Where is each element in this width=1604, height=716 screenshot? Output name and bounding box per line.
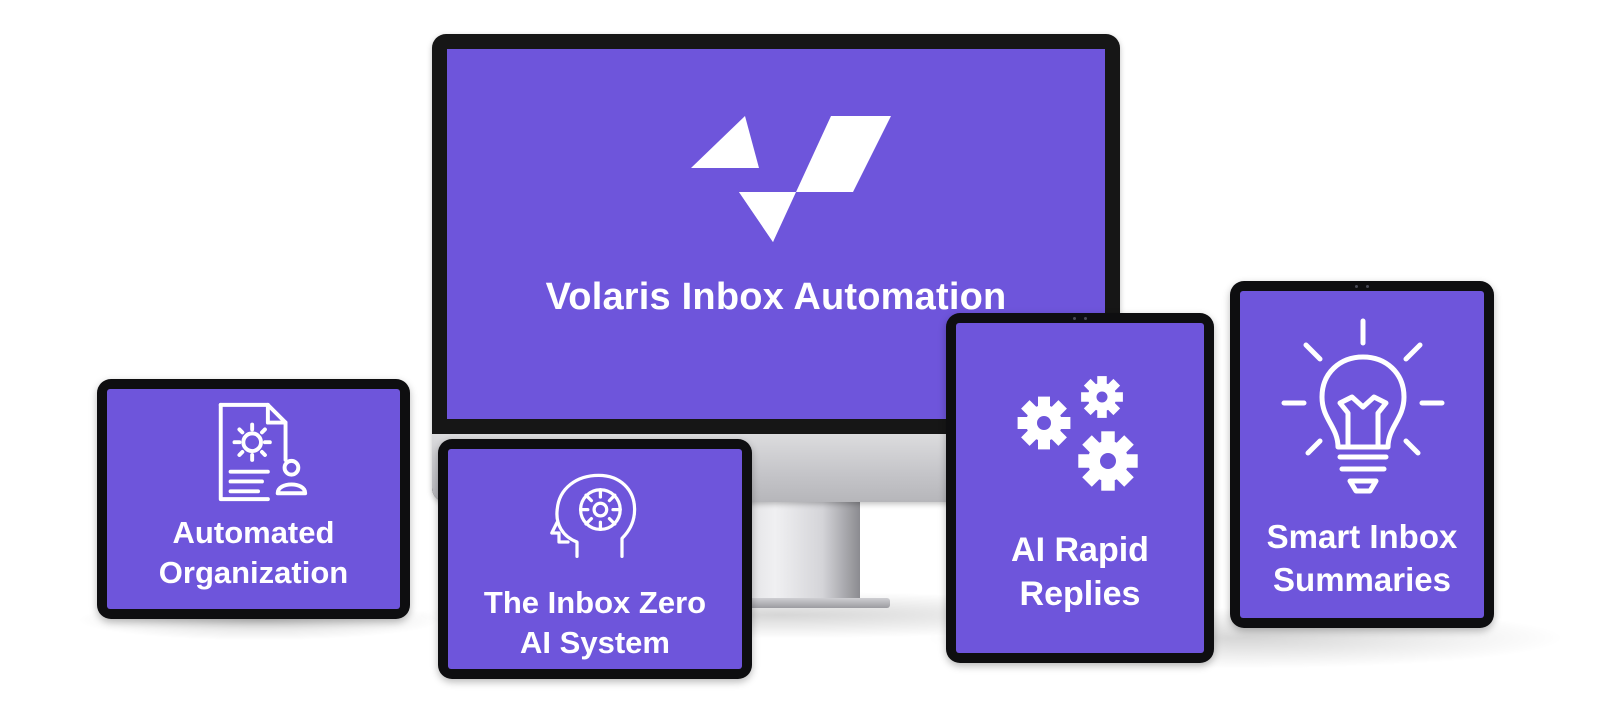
label-line-1: AI Rapid <box>1011 531 1149 569</box>
device-label: Automated Organization <box>107 513 400 594</box>
monitor-base <box>660 598 890 608</box>
tablet-screen: Smart Inbox Summaries <box>1240 291 1484 618</box>
label-line-2: Organization <box>158 555 349 591</box>
tablet-camera <box>1355 285 1369 288</box>
device-tablet-smart-inbox-summaries: Smart Inbox Summaries <box>1230 281 1494 628</box>
label-line-1: The Inbox Zero <box>483 585 707 620</box>
gears-icon <box>1017 376 1138 491</box>
head-brain-gear-icon <box>550 473 637 559</box>
device-tablet-ai-rapid-replies: AI Rapid Replies <box>946 313 1214 663</box>
device-label: AI Rapid Replies <box>956 528 1204 616</box>
device-label: The Inbox Zero AI System <box>448 583 742 664</box>
device-tablet-automated-organization: Automated Organization <box>97 379 410 619</box>
label-line-2: AI System <box>520 625 670 661</box>
label-line-2: Summaries <box>1273 560 1451 598</box>
document-gear-user-icon <box>218 402 308 502</box>
label-line-2: Replies <box>1019 575 1141 614</box>
tablet-camera <box>1073 317 1087 320</box>
device-tablet-inbox-zero: The Inbox Zero AI System <box>438 439 752 679</box>
device-label: Smart Inbox Summaries <box>1240 516 1484 602</box>
tablet-screen: The Inbox Zero AI System <box>448 449 742 669</box>
hero-title: Volaris Inbox Automation <box>545 276 1007 318</box>
volaris-v-logo-icon <box>691 116 891 242</box>
label-line-1: Automated <box>172 515 335 550</box>
tablet-screen: Automated Organization <box>107 389 400 609</box>
label-line-1: Smart Inbox <box>1266 518 1458 555</box>
tablet-screen: AI Rapid Replies <box>956 323 1204 653</box>
lightbulb-icon <box>1281 318 1445 494</box>
